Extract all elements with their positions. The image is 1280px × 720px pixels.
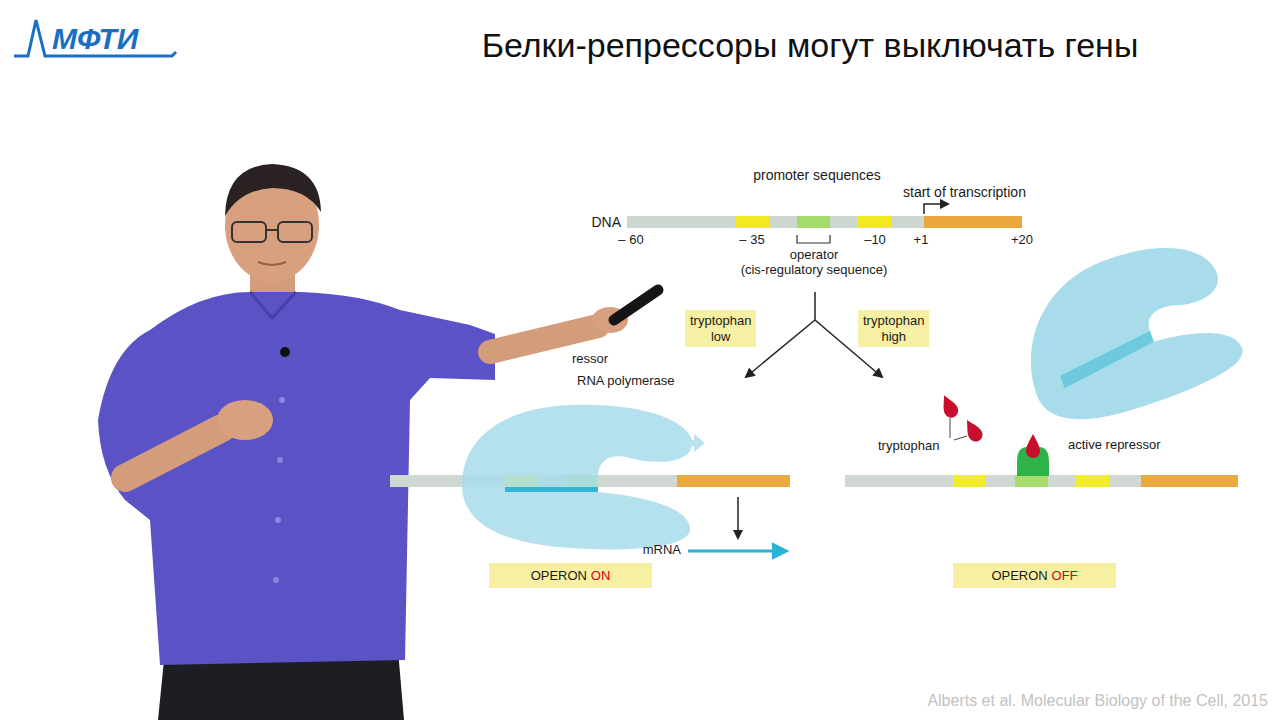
detached-polymerase <box>1001 226 1251 440</box>
part-label: promoter sequences <box>753 167 881 183</box>
glasses <box>232 222 266 242</box>
source-credit: Alberts et al. Molecular Biology of the … <box>927 692 1268 710</box>
condition-box: tryptophan high <box>858 310 929 347</box>
gene-segment <box>677 475 790 487</box>
part-label: active repressor <box>1068 438 1160 453</box>
promoter-segment <box>858 216 892 228</box>
glasses <box>278 222 312 242</box>
rna-polymerase <box>462 405 692 550</box>
dna-bar <box>845 475 1238 487</box>
part-label: DNA <box>591 214 621 230</box>
hand <box>217 400 273 440</box>
operator-segment <box>797 216 830 228</box>
box-text: OFF <box>1052 568 1078 583</box>
operator-bracket <box>797 235 830 243</box>
forearm <box>490 326 598 352</box>
state-box: OPERON OFF <box>953 563 1116 588</box>
box-text: ON <box>591 568 611 583</box>
dna-bar <box>627 216 924 228</box>
mouth <box>258 262 286 265</box>
box-text: OPERON <box>531 568 587 583</box>
part-label: operator <box>790 248 838 263</box>
state-box: OPERON ON <box>489 563 652 588</box>
shirt-button <box>275 517 281 523</box>
promoter-segment <box>953 475 986 487</box>
operon-on-scene <box>390 405 790 551</box>
transcription-start-arrow <box>924 204 948 214</box>
tryptophan-molecule <box>938 392 961 420</box>
polymerase-channel <box>1056 331 1158 388</box>
shirt-button <box>277 457 283 463</box>
promoter-segment <box>1076 475 1109 487</box>
box-text: tryptophan high <box>863 313 924 344</box>
box-text: OPERON <box>991 568 1047 583</box>
position-number: +20 <box>1011 233 1033 248</box>
position-number: +1 <box>914 233 929 248</box>
slide-title: Белки-репрессоры могут выключать гены <box>400 26 1220 65</box>
promoter-segment <box>735 216 770 228</box>
box-text: tryptophan low <box>690 313 751 344</box>
operon-off-scene <box>845 226 1251 487</box>
movement-arrow <box>682 434 705 452</box>
part-label: tryptophan <box>878 439 939 454</box>
position-number: – 60 <box>618 233 643 248</box>
tryptophan-molecule <box>961 416 985 444</box>
forearm <box>125 428 222 478</box>
transcription-arrow <box>737 497 739 538</box>
mrna-arrow <box>688 550 786 553</box>
hair <box>225 164 321 216</box>
dna-map <box>627 204 1022 243</box>
operator-segment <box>1015 475 1048 487</box>
position-number: – 35 <box>739 233 764 248</box>
fork-stem <box>814 292 816 320</box>
shirt-button <box>279 397 285 403</box>
clip-microphone <box>280 347 290 357</box>
shirt-button <box>273 577 279 583</box>
open-dna-strand <box>505 487 598 492</box>
rna-polymerase <box>1001 226 1251 440</box>
part-label: (cis-regulatory sequence) <box>741 263 888 278</box>
leader-line <box>950 418 951 438</box>
glasses-bridge <box>266 229 278 231</box>
part-label: RNA polymerase <box>577 374 675 389</box>
condition-box: tryptophan low <box>685 310 756 347</box>
position-number: –10 <box>864 233 886 248</box>
logo-wave <box>14 20 176 56</box>
logo-text: МФТИ <box>52 22 138 57</box>
presenter-remote <box>614 290 658 320</box>
leader-line <box>954 436 967 440</box>
part-label: start of transcription <box>903 184 1026 200</box>
collar <box>250 292 296 318</box>
part-label: ressor <box>572 352 608 367</box>
tryptophan-molecule <box>1026 434 1040 458</box>
gene-segment <box>924 216 1022 228</box>
part-label: mRNA <box>643 543 681 558</box>
gene-segment <box>1141 475 1238 487</box>
